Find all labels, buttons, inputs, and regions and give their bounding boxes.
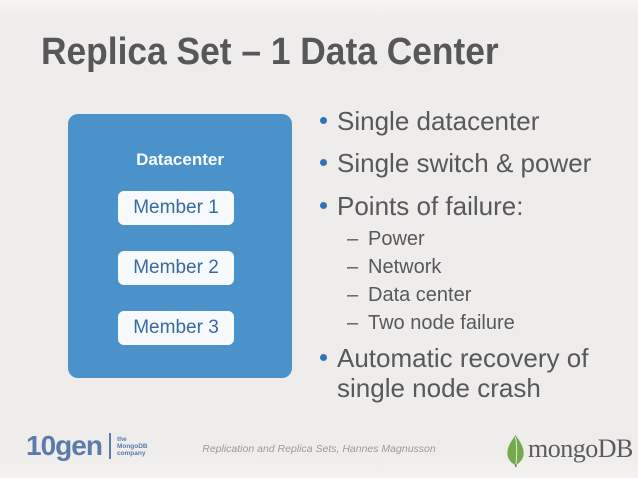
bullet-row: Single datacenter [318,106,539,137]
bullet-text: Power [368,228,425,250]
tagline-line: MongoDB [116,442,148,450]
bullet-list: Single datacenter Single switch & power … [318,0,634,478]
dash-marker: – [347,228,359,250]
bullet-text: Network [368,256,442,278]
bullet-text: Points of failure: [337,191,524,221]
bullet-text: Automatic recovery of [337,343,589,373]
bullet-dot-icon [320,117,327,124]
tengen-wordmark: 10gen [26,430,103,461]
member-box-2: Member 2 [118,251,234,285]
tagline-line: company [116,449,146,457]
bullet-dot-icon [320,354,327,361]
slide-title: Replica Set – 1 Data Center [41,31,499,73]
bullet-dot-icon [320,159,327,166]
bullet-text: Single switch & power [337,148,592,178]
dash-marker: – [347,284,359,306]
member-box-3: Member 3 [118,311,234,345]
bullet-row-continuation: single node crash [318,373,541,404]
footer: 10gen the MongoDB company Replication an… [0,425,638,478]
bullet-text: Data center [368,284,472,306]
bullet-text: Single datacenter [337,106,540,136]
datacenter-label: Datacenter [136,150,224,169]
tengen-logo: 10gen the MongoDB company [26,432,148,460]
sub-bullet-row: –Network [318,255,441,279]
footer-credit: Replication and Replica Sets, Hannes Mag… [202,443,436,455]
sub-bullet-row: –Data center [318,283,471,307]
logo-divider [108,433,111,459]
bullet-row: Points of failure: [318,191,523,222]
bullet-row: Single switch & power [318,148,591,179]
sub-bullet-row: –Power [318,227,425,251]
sub-bullet-row: –Two node failure [318,311,515,335]
tengen-tagline: the MongoDB company [117,436,148,457]
member-box-1: Member 1 [118,191,234,225]
tagline-line: the [116,435,127,443]
mongodb-logo: mongoDB [505,434,633,467]
mongodb-leaf-icon [507,435,524,467]
dash-marker: – [347,312,359,334]
datacenter-box: Datacenter Member 1 Member 2 Member 3 [68,114,292,378]
bullet-text: Two node failure [368,312,515,334]
bullet-text: single node crash [337,373,541,403]
mongodb-wordmark: mongoDB [528,434,633,463]
bullet-dot-icon [320,202,327,209]
dash-marker: – [347,256,359,278]
bullet-row: Automatic recovery of [318,343,588,374]
